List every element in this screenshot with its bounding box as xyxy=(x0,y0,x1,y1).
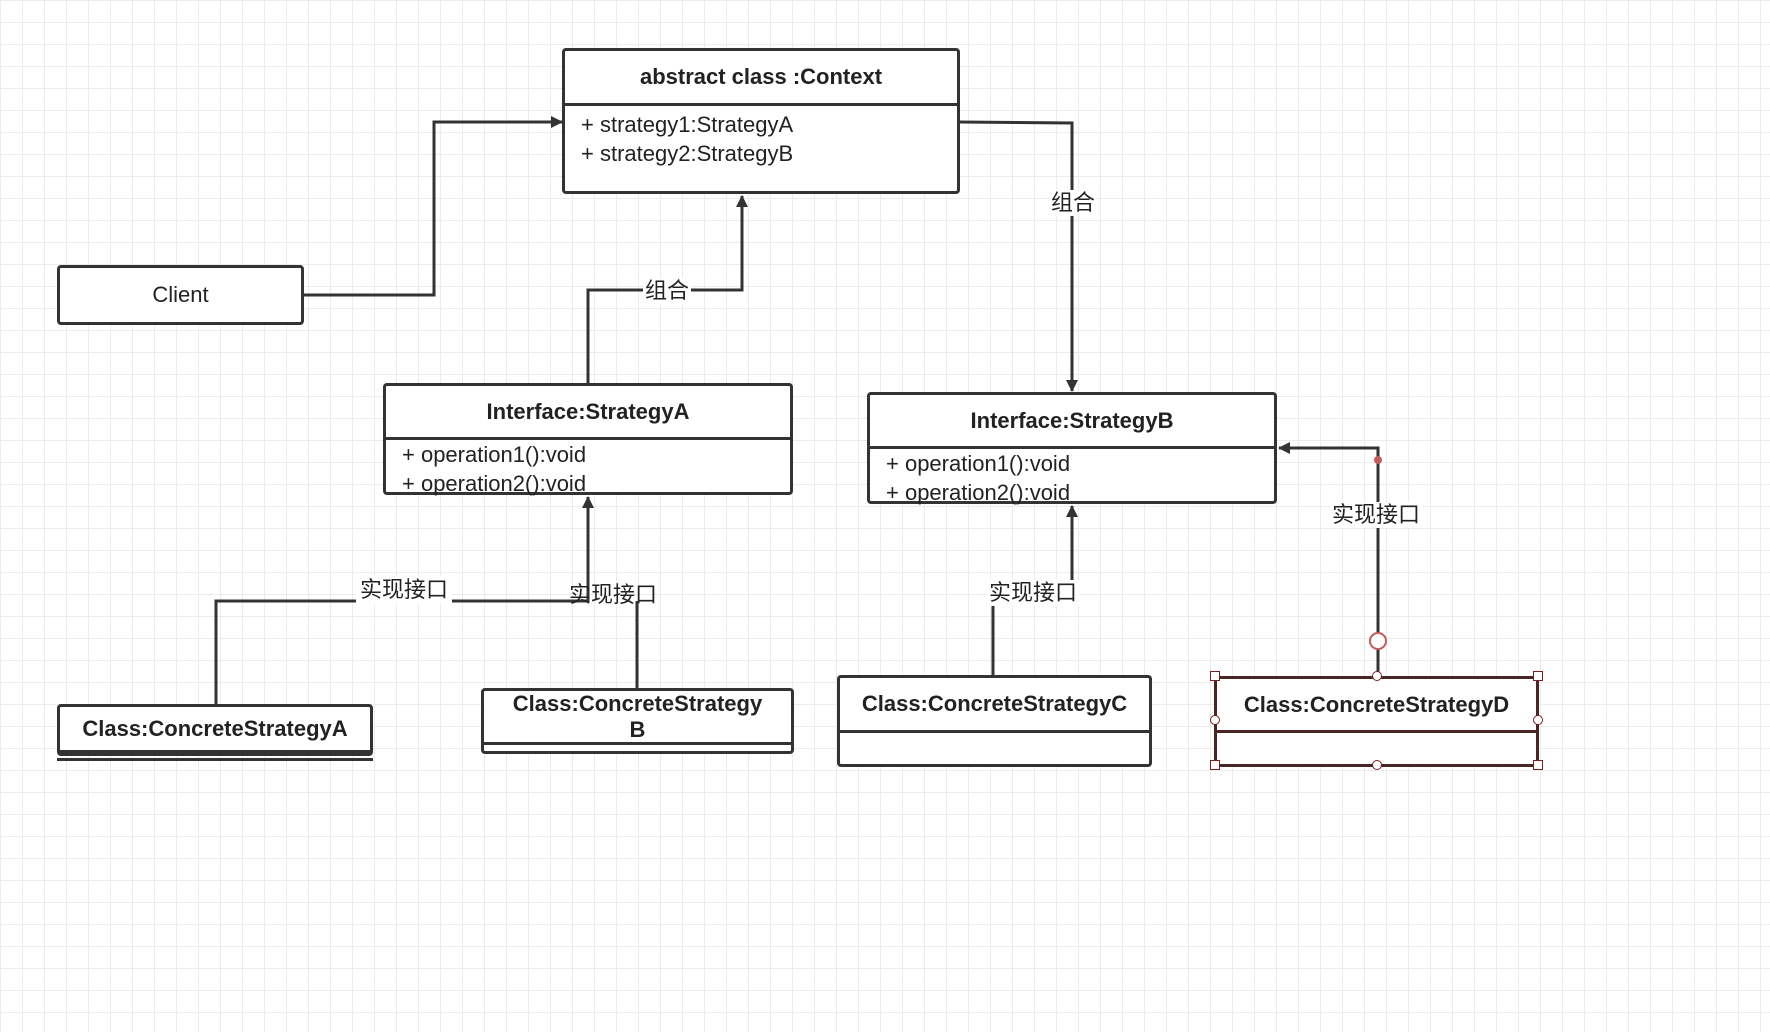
strategyb-interface-box[interactable]: Interface:StrategyB + operation1():void … xyxy=(867,392,1277,505)
edge-label-impl-b[interactable]: 实现接口 xyxy=(569,582,658,607)
concrete-strategyc-box[interactable]: Class:ConcreteStrategyC xyxy=(837,675,1152,767)
resize-handle-bottom-right[interactable] xyxy=(1533,760,1543,770)
edge-waypoint-handle[interactable] xyxy=(1374,456,1382,464)
resize-handle-bottom-left[interactable] xyxy=(1210,760,1220,770)
client-box[interactable]: Client xyxy=(57,265,304,325)
strategyb-method-operation1: + operation1():void xyxy=(886,451,1071,476)
concrete-strategyb-title: Class:ConcreteStrategy B xyxy=(484,691,791,745)
edge-label-composition-a[interactable]: 组合 xyxy=(643,278,692,304)
concrete-strategyd-title: Class:ConcreteStrategyD xyxy=(1217,679,1536,733)
edge-label-impl-d[interactable]: 实现接口 xyxy=(1330,502,1423,528)
edge-label-composition-b[interactable]: 组合 xyxy=(1049,190,1098,216)
strategyb-method-operation2: + operation2():void xyxy=(886,480,1071,505)
concrete-strategyc-title: Class:ConcreteStrategyC xyxy=(840,678,1149,733)
resize-handle-top-right[interactable] xyxy=(1533,671,1543,681)
context-class-box[interactable]: abstract class :Context + strategy1:Stra… xyxy=(562,48,960,194)
edge-context-strategyb[interactable] xyxy=(958,120,1078,392)
context-attribute-strategy2: + strategy2:StrategyB xyxy=(581,141,794,166)
concrete-strategya-title: Class:ConcreteStrategyA xyxy=(60,707,370,753)
edge-concreted-strategyb[interactable] xyxy=(1278,442,1380,676)
resize-handle-bottom[interactable] xyxy=(1372,760,1382,770)
resize-handle-left[interactable] xyxy=(1210,715,1220,725)
resize-handle-top[interactable] xyxy=(1372,671,1382,681)
resize-handle-right[interactable] xyxy=(1533,715,1543,725)
resize-handle-top-left[interactable] xyxy=(1210,671,1220,681)
strategya-method-operation2: + operation2():void xyxy=(402,471,587,496)
strategya-interface-box[interactable]: Interface:StrategyA + operation1():void … xyxy=(383,383,793,496)
concrete-strategyd-box[interactable]: Class:ConcreteStrategyD xyxy=(1214,676,1539,767)
strategya-method-operation1: + operation1():void xyxy=(402,442,587,467)
edge-client-context[interactable] xyxy=(304,116,563,297)
edge-label-impl-a[interactable]: 实现接口 xyxy=(356,576,453,604)
edge-endpoint-handle[interactable] xyxy=(1369,632,1387,650)
concrete-strategyb-box[interactable]: Class:ConcreteStrategy B xyxy=(481,688,794,754)
edge-label-impl-c[interactable]: 实现接口 xyxy=(987,580,1080,606)
concrete-strategya-underline xyxy=(57,758,373,761)
strategya-interface-title: Interface:StrategyA xyxy=(386,386,790,440)
concrete-strategya-box[interactable]: Class:ConcreteStrategyA xyxy=(57,704,373,756)
client-label: Client xyxy=(152,282,209,307)
strategyb-interface-title: Interface:StrategyB xyxy=(870,395,1274,449)
context-attribute-strategy1: + strategy1:StrategyA xyxy=(581,112,794,137)
context-class-title: abstract class :Context xyxy=(565,51,957,106)
